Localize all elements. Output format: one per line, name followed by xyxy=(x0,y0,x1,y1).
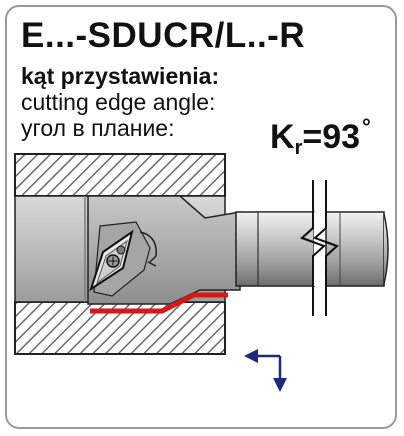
angle-equals: = xyxy=(302,118,323,156)
insert-screw-icon xyxy=(106,254,120,268)
cutting-edge-angle-value: Kr=93° xyxy=(270,107,371,168)
angle-number: 93 xyxy=(322,118,361,156)
label-angle-english: cutting edge angle: xyxy=(21,89,216,115)
feed-direction-arrows-icon xyxy=(244,349,287,392)
label-angle-polish: kąt przystawienia: xyxy=(21,63,220,89)
angle-symbol: K xyxy=(270,118,295,156)
boring-bar-shank xyxy=(235,211,389,287)
boring-bar-head xyxy=(87,195,241,305)
cutting-edge-line xyxy=(90,292,228,314)
label-angle-russian: угол в плание: xyxy=(21,115,175,141)
angle-degree-unit: ° xyxy=(362,114,371,139)
tool-designation-title: E...-SDUCR/L..-R xyxy=(21,16,306,55)
break-line-icon xyxy=(300,180,339,316)
cutting-insert xyxy=(89,229,134,292)
angle-subscript: r xyxy=(294,137,303,159)
